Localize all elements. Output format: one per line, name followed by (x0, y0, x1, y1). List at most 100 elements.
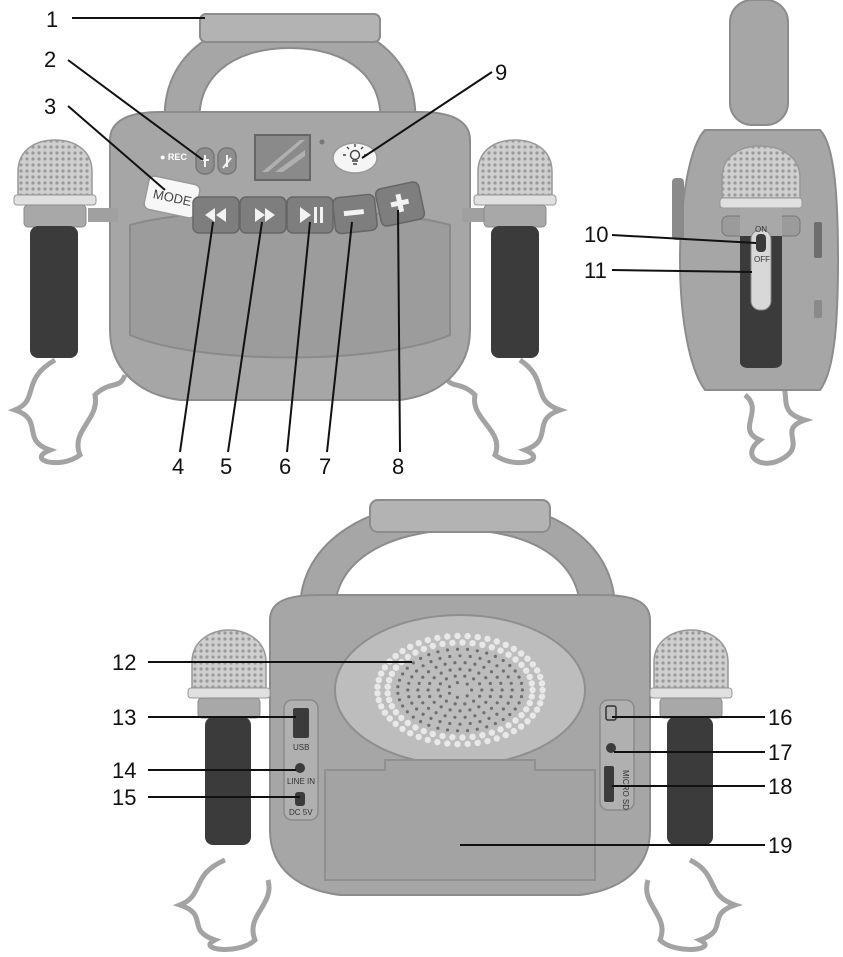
speaker-hole (447, 685, 452, 689)
speaker-hole (487, 660, 491, 664)
speaker-hole (407, 695, 411, 699)
speaker-hole (524, 655, 531, 662)
speaker-hole (411, 661, 415, 665)
usb-port[interactable] (293, 708, 309, 738)
rec-label: ● REC (160, 152, 187, 162)
speaker-hole (392, 664, 400, 671)
speaker-hole (386, 715, 393, 722)
mic-ring (649, 687, 733, 699)
back-view: USB LINE IN DC 5V MICRO SD (112, 498, 792, 952)
leader-10 (611, 234, 757, 244)
dc-input-port[interactable] (295, 792, 305, 806)
micro-sd-slot[interactable] (604, 766, 614, 802)
light-button[interactable] (332, 142, 378, 174)
mic-head (191, 629, 267, 689)
callout-13: 13 (112, 705, 136, 730)
pause-bars (314, 207, 317, 223)
speaker-hole (444, 677, 448, 681)
speaker-hole (485, 651, 489, 655)
speaker-hole (478, 720, 482, 724)
speaker-hole (426, 688, 430, 692)
speaker-hole (449, 639, 456, 646)
speaker-hole (499, 695, 503, 699)
speaker-hole (506, 675, 510, 679)
side-cord (743, 367, 814, 466)
speaker-hole (493, 638, 500, 645)
front-right-microphone (462, 139, 557, 358)
speaker-hole (517, 675, 521, 679)
speaker-hole (502, 641, 509, 649)
mic-head (17, 139, 93, 196)
speaker-hole (455, 695, 459, 700)
line-in-jack[interactable] (295, 763, 305, 773)
speaker-hole (424, 736, 431, 744)
speaker-hole (468, 654, 472, 659)
speaker-hole (465, 682, 469, 686)
speaker-hole (412, 649, 419, 656)
speaker-hole (448, 654, 452, 659)
speaker-hole (528, 680, 535, 687)
speaker-hole (401, 672, 405, 676)
speaker-hole (497, 647, 504, 654)
mic-grip (667, 717, 713, 845)
speaker-hole (485, 725, 489, 729)
speaker-hole (421, 701, 425, 705)
speaker-hole (469, 733, 476, 740)
front-left-cord (7, 357, 128, 466)
speaker-hole (427, 723, 431, 728)
control-buttons (192, 181, 426, 235)
speaker-hole (463, 715, 467, 719)
speaker-hole (526, 673, 533, 681)
speaker-hole (538, 680, 546, 687)
speaker-hole (397, 698, 402, 702)
speaker-hole (429, 716, 433, 721)
speaker-hole (420, 645, 427, 653)
speaker-hole (484, 676, 488, 680)
speaker-hole (533, 667, 541, 674)
speaker-hole (510, 688, 514, 692)
speaker-hole (512, 656, 519, 663)
speaker-hole (374, 690, 381, 697)
speaker-hole (432, 676, 436, 680)
speaker-hole (378, 670, 385, 677)
speaker-hole (388, 703, 396, 710)
speaker-hole (428, 694, 432, 699)
speaker-hole (463, 702, 467, 706)
front-handle-grip (199, 13, 381, 43)
speaker-hole (499, 681, 503, 686)
side-port-slot-2 (814, 300, 822, 318)
pause-bars-2 (320, 207, 323, 223)
speaker-hole (398, 714, 405, 722)
speaker-hole (459, 734, 466, 741)
callout-2: 2 (44, 47, 56, 72)
left-port-panel (283, 699, 319, 821)
speaker-hole (459, 639, 466, 646)
speaker-hole (505, 651, 512, 658)
back-leader-lines (148, 661, 765, 846)
callout-15: 15 (112, 785, 136, 810)
headphone-jack[interactable] (606, 743, 616, 753)
speaker-hole (497, 726, 504, 733)
speaker-hole (439, 640, 446, 648)
speaker-hole (508, 663, 512, 668)
speaker-hole (479, 732, 486, 739)
mic-grip (205, 717, 251, 845)
speaker-hole (479, 641, 486, 648)
back-power-switch[interactable] (605, 705, 617, 721)
front-left-microphone (13, 139, 118, 358)
speaker-hole (445, 648, 450, 652)
speaker-hole (488, 729, 495, 736)
micro-sd-label: MICRO SD (621, 770, 630, 810)
mic-collar (483, 204, 547, 228)
callout-5: 5 (220, 454, 232, 479)
on-off-switch[interactable] (756, 234, 766, 252)
speaker-hole (407, 681, 411, 685)
speaker-hole (473, 714, 477, 718)
mic-head (653, 629, 729, 689)
speaker-hole (444, 633, 451, 640)
speaker-hole (508, 712, 512, 717)
speaker-hole (454, 632, 461, 640)
line-in-label: LINE IN (287, 777, 315, 786)
speaker-hole (434, 634, 441, 642)
speaker-hole (484, 737, 491, 745)
